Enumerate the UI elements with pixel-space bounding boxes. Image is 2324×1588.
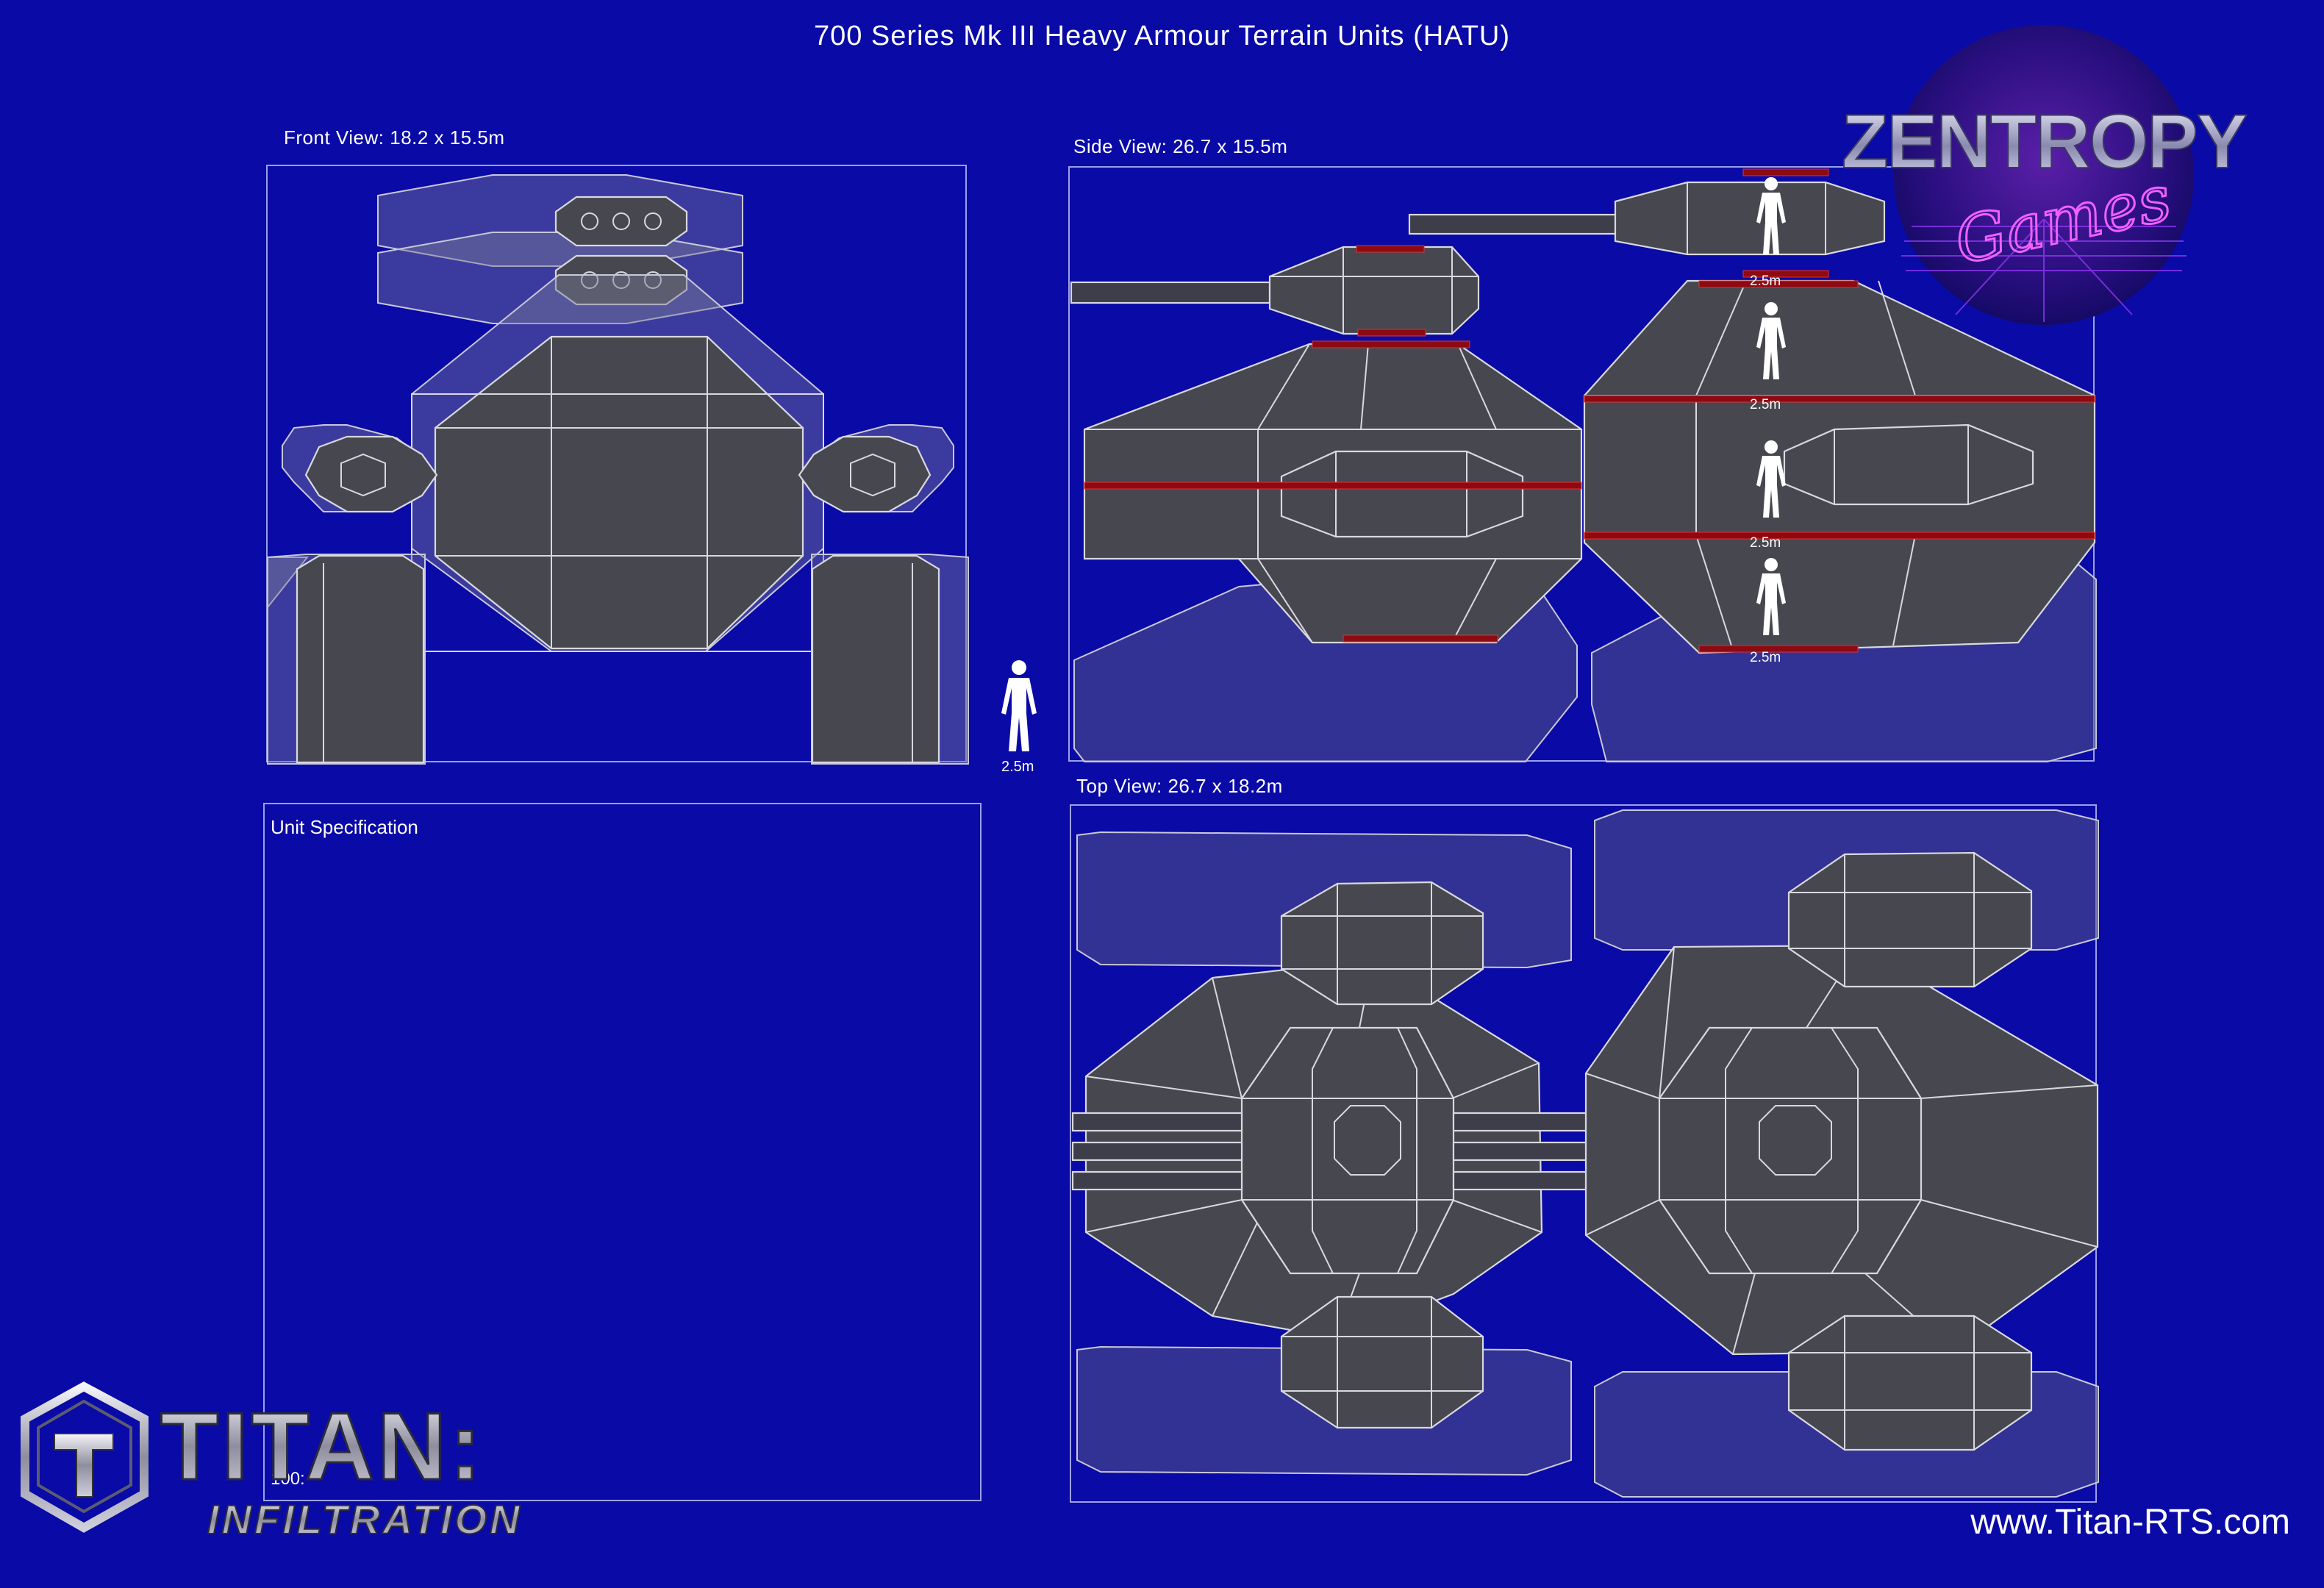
side-view-label: Side View: 26.7 x 15.5m	[1073, 135, 1288, 157]
top-view-label: Top View: 26.7 x 18.2m	[1076, 775, 1283, 797]
top-view-drawing	[1071, 809, 2099, 1498]
scale-label-4: 2.5m	[1750, 650, 1781, 665]
top-view-panel	[1070, 804, 2099, 1503]
unit-spec-fragment: 100:	[271, 1469, 305, 1489]
svg-text:TITAN:: TITAN:	[160, 1392, 484, 1500]
scale-label-1: 2.5m	[1750, 273, 1781, 289]
scale-human-label: 2.5m	[1001, 759, 1034, 775]
front-view-drawing	[267, 174, 969, 765]
unit-spec-panel: Unit Specification 100:	[263, 803, 982, 1501]
page-title: 700 Series Mk III Heavy Armour Terrain U…	[813, 21, 1511, 51]
front-view-panel	[266, 165, 969, 765]
unit-spec-label: Unit Specification	[271, 816, 418, 838]
scale-label-2: 2.5m	[1750, 397, 1781, 412]
side-view-drawing: 2.5m 2.5m 2.5m 2.5m	[1070, 168, 2097, 762]
scale-label-3: 2.5m	[1750, 535, 1781, 551]
svg-text:INFILTRATION: INFILTRATION	[207, 1496, 523, 1542]
scale-human-icon	[1001, 660, 1037, 751]
svg-text:ZENTROPY: ZENTROPY	[1842, 99, 2247, 185]
zentropy-games-logo: ZENTROPY Games	[1841, 25, 2249, 325]
titan-infiltration-logo: TITAN: INFILTRATION	[21, 1381, 523, 1543]
website-url[interactable]: www.Titan-RTS.com	[1970, 1503, 2290, 1542]
side-view-panel: 2.5m 2.5m 2.5m 2.5m	[1068, 166, 2097, 762]
front-view-label: Front View: 18.2 x 15.5m	[284, 126, 505, 149]
